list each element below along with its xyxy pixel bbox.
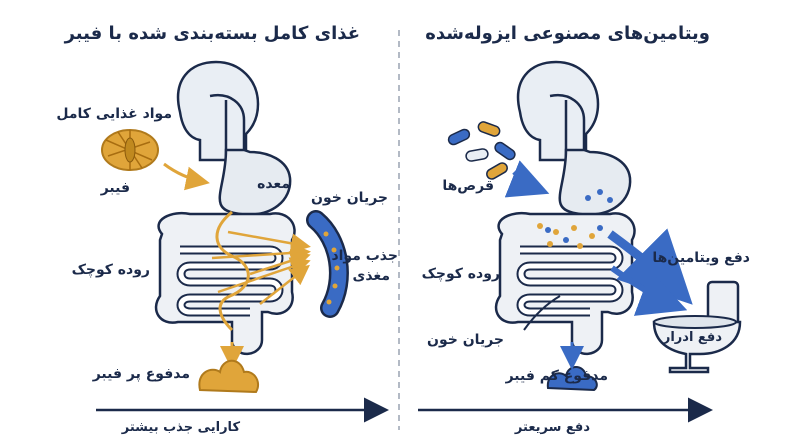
right-body bbox=[447, 60, 742, 392]
left-arrow-caption: کارایی جذب بیشتر bbox=[121, 420, 240, 435]
absorb-label-line1: جذب مواد bbox=[331, 248, 398, 264]
right-head-silhouette bbox=[516, 60, 600, 162]
left-title: غذای کامل بسته‌بندی شده با فیبر bbox=[64, 23, 360, 44]
absorb-label-line2: مغذی bbox=[352, 268, 391, 284]
food-to-stomach-arrow bbox=[163, 162, 210, 191]
right-blood-flow-pointer bbox=[523, 295, 561, 331]
left-head-silhouette bbox=[176, 60, 260, 162]
pills bbox=[447, 121, 516, 180]
left-small-intestine-label: روده کوچک bbox=[71, 262, 150, 278]
toilet-icon bbox=[652, 280, 742, 374]
left-fiber-flow bbox=[215, 210, 250, 332]
right-small-intestine-label: روده کوچک bbox=[421, 266, 500, 282]
excrete-vitamins-label: دفع ویتامین‌ها bbox=[652, 250, 750, 266]
excretion-arrow-2 bbox=[610, 265, 688, 316]
absorption-arrows bbox=[211, 230, 311, 305]
right-blood-flow-label: جریان خون bbox=[427, 332, 504, 348]
right-arrow-caption: دفع سریعتر bbox=[514, 420, 590, 435]
whole-food-fiber-bundle bbox=[101, 129, 159, 171]
vitamin-dots bbox=[537, 223, 595, 249]
fiber-label: فیبر bbox=[100, 180, 130, 196]
right-stool-label: مدفوع کم فیبر bbox=[505, 368, 608, 384]
pills-label: قرص‌ها bbox=[442, 178, 494, 194]
left-stool-label: مدفوع پر فیبر bbox=[92, 366, 190, 382]
left-esophagus bbox=[209, 93, 246, 150]
left-blood-flow-label: جریان خون bbox=[311, 190, 388, 206]
urine-label: دفع ادرار bbox=[662, 330, 722, 345]
left-stomach bbox=[218, 148, 292, 216]
right-stomach bbox=[558, 148, 632, 216]
left-stomach-label: معده bbox=[257, 176, 290, 192]
pills-arrow bbox=[504, 160, 550, 198]
left-body bbox=[101, 60, 349, 394]
high-fiber-stool bbox=[198, 359, 260, 394]
whole-food-label: مواد غذایی کامل bbox=[56, 106, 172, 122]
right-title: ویتامین‌های مصنوعی ایزوله‌شده bbox=[425, 23, 710, 44]
